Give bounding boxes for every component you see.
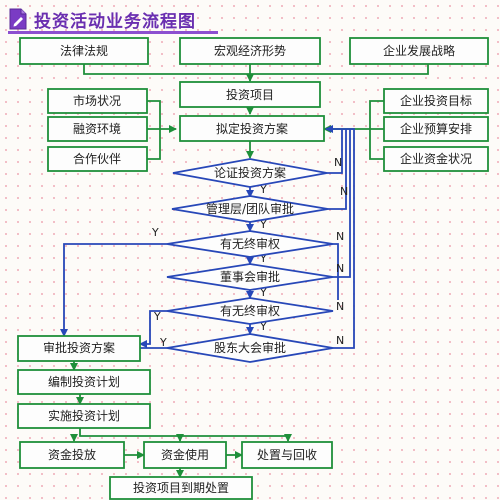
page-title: 投资活动业务流程图 [34, 11, 196, 32]
label-n: N [334, 156, 342, 169]
svg-text:宏观经济形势: 宏观经济形势 [214, 43, 286, 58]
svg-text:审批投资方案: 审批投资方案 [43, 340, 115, 355]
svg-text:拟定投资方案: 拟定投资方案 [216, 121, 288, 136]
box-dispose: 处置与回收 [241, 441, 333, 469]
decision-final-authority-1: 有无终审权 [166, 230, 334, 258]
connectors [60, 64, 429, 478]
decision-shareholders: 股东大会审批 [166, 333, 334, 363]
box-legal: 法律法规 [19, 37, 149, 65]
label-y: Y [259, 252, 267, 265]
title-bar: 投资活动业务流程图 [8, 6, 196, 32]
svg-text:实施投资计划: 实施投资计划 [48, 408, 120, 423]
svg-text:处置与回收: 处置与回收 [257, 448, 317, 462]
svg-text:资金使用: 资金使用 [161, 447, 209, 462]
svg-text:论证投资方案: 论证投资方案 [214, 165, 286, 180]
decision-demonstrate: 论证投资方案 [172, 158, 328, 188]
box-invest-funds: 资金投放 [19, 441, 125, 469]
box-use-funds: 资金使用 [143, 441, 227, 469]
svg-text:投资项目到期处置: 投资项目到期处置 [133, 480, 229, 495]
svg-text:投资项目: 投资项目 [226, 87, 274, 102]
svg-text:企业发展战略: 企业发展战略 [383, 43, 455, 58]
svg-text:管理层/团队审批: 管理层/团队审批 [206, 201, 294, 216]
svg-text:市场状况: 市场状况 [73, 93, 121, 108]
box-approve-plan: 审批投资方案 [17, 335, 141, 362]
decision-management: 管理层/团队审批 [171, 195, 329, 223]
box-strategy: 企业发展战略 [349, 37, 489, 65]
decision-final-authority-2: 有无终审权 [166, 297, 334, 325]
box-macro: 宏观经济形势 [179, 37, 321, 65]
label-y: Y [259, 320, 267, 333]
svg-text:股东大会审批: 股东大会审批 [214, 340, 286, 355]
svg-text:企业资金状况: 企业资金状况 [400, 151, 472, 166]
label-y: Y [151, 226, 159, 239]
svg-text:企业预算安排: 企业预算安排 [400, 121, 472, 136]
svg-text:有无终审权: 有无终审权 [220, 303, 280, 318]
svg-text:企业投资目标: 企业投资目标 [400, 93, 472, 108]
label-y: Y [159, 336, 167, 349]
box-budget: 企业预算安排 [383, 116, 489, 142]
label-y: Y [259, 218, 267, 231]
decision-board: 董事会审批 [166, 263, 334, 291]
box-project: 投资项目 [179, 81, 321, 108]
box-finance-env: 融资环境 [47, 116, 148, 142]
svg-text:法律法规: 法律法规 [60, 43, 108, 58]
document-pencil-icon [9, 8, 27, 30]
box-funds: 企业资金状况 [383, 146, 489, 172]
label-y: Y [259, 183, 267, 196]
box-compile-plan: 编制投资计划 [17, 369, 151, 395]
label-y: Y [259, 286, 267, 299]
label-n: N [336, 262, 344, 275]
svg-text:合作伙伴: 合作伙伴 [73, 151, 121, 166]
label-n: N [340, 185, 348, 198]
label-n: N [336, 300, 344, 313]
label-n: N [336, 334, 344, 347]
svg-text:融资环境: 融资环境 [73, 121, 121, 136]
box-market: 市场状况 [47, 88, 148, 114]
label-n: N [336, 230, 344, 243]
branch-labels: Y Y Y Y Y Y Y Y N N N N N N [151, 156, 348, 349]
box-maturity: 投资项目到期处置 [109, 476, 253, 500]
box-goal: 企业投资目标 [383, 88, 489, 114]
label-y: Y [153, 310, 161, 323]
svg-text:资金投放: 资金投放 [48, 447, 96, 462]
title-underline [8, 31, 218, 34]
svg-text:编制投资计划: 编制投资计划 [48, 374, 120, 389]
box-draft-plan: 拟定投资方案 [179, 115, 325, 142]
svg-text:有无终审权: 有无终审权 [220, 236, 280, 251]
svg-text:董事会审批: 董事会审批 [220, 269, 280, 284]
box-implement-plan: 实施投资计划 [17, 403, 151, 429]
box-partner: 合作伙伴 [47, 146, 148, 172]
